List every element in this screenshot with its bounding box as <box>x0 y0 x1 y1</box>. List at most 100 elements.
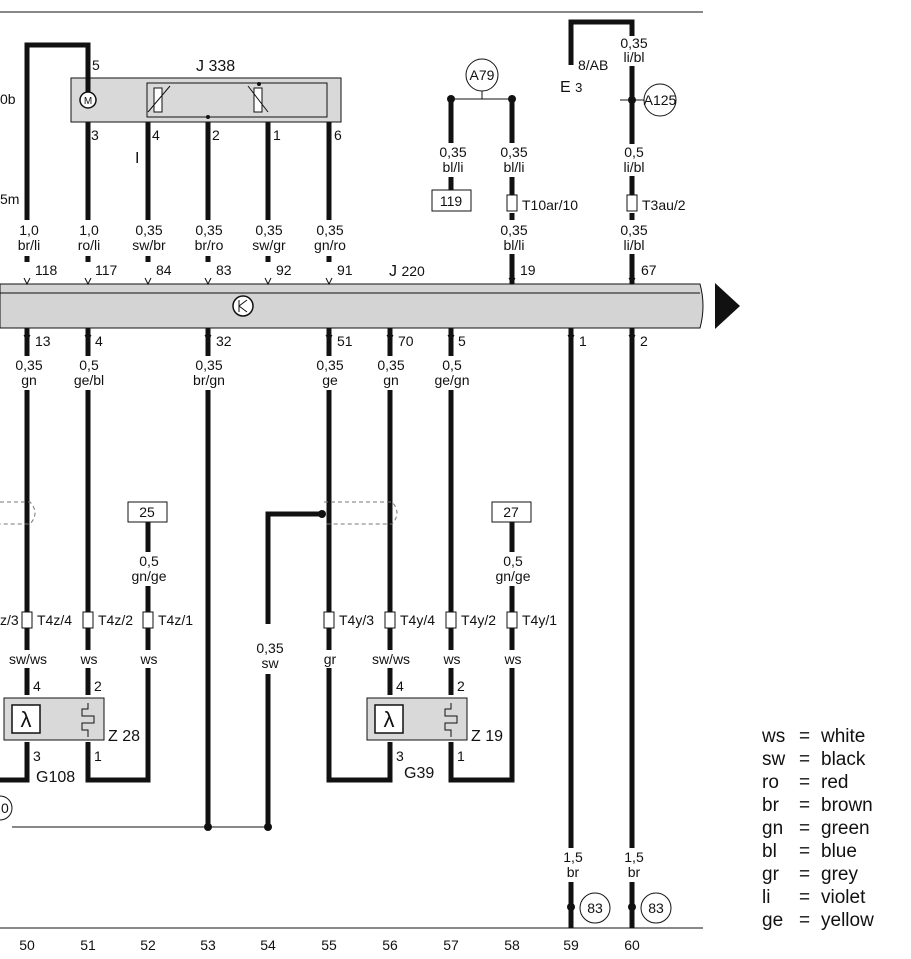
pin-84: 84 <box>156 262 172 278</box>
column-56: 56 <box>382 937 398 953</box>
wire-83-color: br/ro <box>195 237 224 253</box>
t4z2-wire-color: ws <box>79 651 97 667</box>
j338-junction <box>206 115 210 119</box>
wire-supply-loop <box>24 42 91 262</box>
pin-19: 19 <box>520 262 536 278</box>
legend-name: green <box>821 818 870 839</box>
t10ar-label: T10ar/10 <box>522 197 578 213</box>
wire-117-size: 1,0 <box>79 222 99 238</box>
lambda-sensor-2-icon <box>374 704 404 734</box>
t4y2-label: T4y/2 <box>461 612 496 628</box>
column-55: 55 <box>321 937 337 953</box>
e3-wire-2-color: li/bl <box>623 159 644 175</box>
ref-box-25 <box>127 501 168 523</box>
j338-label: J 338 <box>196 58 235 75</box>
pin-51: 51 <box>337 333 353 349</box>
shield-bus-node-2 <box>264 823 272 831</box>
legend-code: gr <box>762 864 780 885</box>
ground-59-node <box>567 903 575 911</box>
heater-2-icon <box>444 703 458 737</box>
t4y2-connector-icon <box>445 611 457 629</box>
ground-60-node <box>628 903 636 911</box>
ref-box-27 <box>491 501 532 523</box>
a79-label: A79 <box>470 67 495 83</box>
wire-shield <box>265 511 322 828</box>
partial-label-0b: 0b <box>0 91 16 107</box>
wire-5-size: 0,5 <box>442 357 462 373</box>
ref-box-25-label: 25 <box>139 504 155 520</box>
z19-pin-1: 1 <box>457 748 465 764</box>
shield-node <box>318 510 326 518</box>
legend-name: white <box>820 726 865 747</box>
e3-wire-1-size: 0,35 <box>620 35 647 51</box>
t4z4-label: T4z/4 <box>37 612 72 628</box>
potentiometer-2-wiper <box>247 85 269 113</box>
legend-name: blue <box>821 841 857 862</box>
legend-eq: = <box>799 726 810 747</box>
wire-4-color: ge/bl <box>74 372 104 388</box>
legend-eq: = <box>799 910 810 931</box>
z28-label: Z 28 <box>108 728 140 745</box>
a79-wire-1-size: 0,35 <box>439 144 466 160</box>
t4z4-connector-icon <box>82 611 94 629</box>
top-wire-labels: 1,0 br/li 1,0 ro/li 0,35 sw/br 0,35 br/r… <box>10 220 349 256</box>
wire-117-color: ro/li <box>78 237 101 253</box>
ref-box-119 <box>431 189 472 212</box>
column-52: 52 <box>140 937 156 953</box>
j338-pin-6: 6 <box>334 127 342 143</box>
pin-118: 118 <box>35 262 58 278</box>
wire-83-size: 0,35 <box>195 222 222 238</box>
ref-box-119-label: 119 <box>440 193 463 209</box>
mid-wire-labels: 0,5 gn/ge 0,35 sw 0,5 gn/ge <box>128 552 534 674</box>
e3-wire-2-size: 0,5 <box>624 144 644 160</box>
pin-67: 67 <box>641 262 657 278</box>
legend-code: li <box>762 887 770 908</box>
pin-91: 91 <box>337 262 353 278</box>
t4y1-connector-icon <box>506 611 518 629</box>
legend-code: ro <box>762 772 779 793</box>
a79-wire-3-size: 0,35 <box>500 222 527 238</box>
a79-wire-2-size: 0,35 <box>500 144 527 160</box>
column-60: 60 <box>624 937 640 953</box>
j220-bottom-pins: 13 4 32 51 70 5 1 2 <box>35 333 648 349</box>
j338-pin-1: 1 <box>273 127 281 143</box>
t4z1-wire-color: ws <box>139 651 157 667</box>
g108-pin-4: 4 <box>33 678 41 694</box>
wire-13-size: 0,35 <box>15 357 42 373</box>
wire-e3 <box>568 19 635 195</box>
ecu-symbol-icon <box>232 295 254 317</box>
wire-ref27-color: gn/ge <box>495 568 530 584</box>
wire-g108-out <box>0 742 30 783</box>
legend-eq: = <box>799 887 810 908</box>
legend-eq: = <box>799 864 810 885</box>
ground-ref-1-label: 83 <box>587 900 603 916</box>
shield-bus-node-1 <box>204 823 212 831</box>
legend-eq: = <box>799 818 810 839</box>
g108-label: G108 <box>36 769 75 786</box>
ground-ref-2-label: 83 <box>648 900 664 916</box>
t4z1-label: T4z/1 <box>158 612 193 628</box>
t4y3-connector-icon <box>323 611 335 629</box>
wire-t4y3 <box>326 628 393 783</box>
pin-32: 32 <box>216 333 232 349</box>
z28-pin-2: 2 <box>94 678 102 694</box>
e3-wire-3-size: 0,35 <box>620 222 647 238</box>
j338-pin-4: 4 <box>152 127 160 143</box>
wire-70-size: 0,35 <box>377 357 404 373</box>
motor-symbol: M <box>84 96 92 107</box>
wire-32-size: 0,35 <box>195 357 222 373</box>
wire-shield-size: 0,35 <box>256 640 283 656</box>
wire-5-color: ge/gn <box>434 372 469 388</box>
legend-code: sw <box>762 749 786 770</box>
legend-code: bl <box>762 841 777 862</box>
j338-junction-2 <box>257 82 261 86</box>
wire-4-size: 0,5 <box>79 357 99 373</box>
wire-ref27-size: 0,5 <box>503 553 523 569</box>
partial-label-5m: 5m <box>0 191 19 207</box>
heater-icon <box>81 703 95 737</box>
pin-2: 2 <box>640 333 648 349</box>
pin-92: 92 <box>276 262 292 278</box>
j220-label: J 220 <box>389 263 425 280</box>
ground-ref-circle-2 <box>640 892 672 924</box>
